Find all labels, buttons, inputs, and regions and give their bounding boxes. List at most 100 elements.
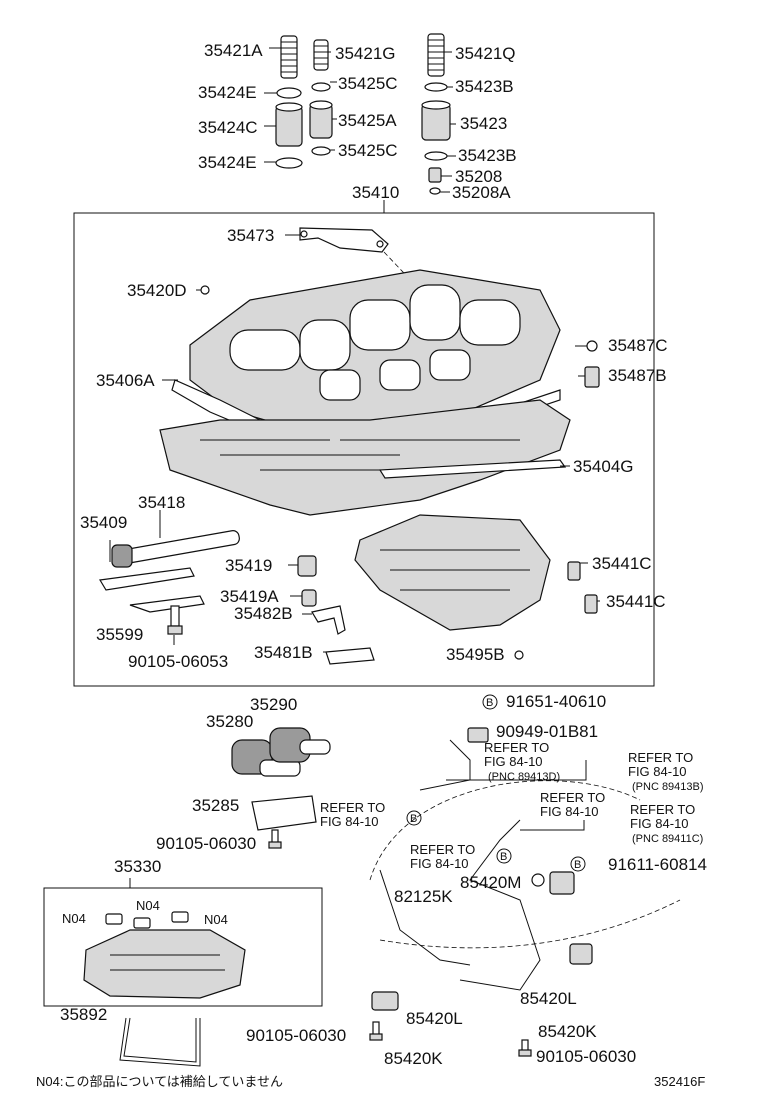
spring-35421Q — [427, 33, 445, 77]
label-35330: 35330 — [114, 857, 161, 876]
label-35424C: 35424C — [198, 118, 258, 137]
label-35892: 35892 — [60, 1005, 107, 1024]
plug-35425A — [309, 100, 333, 139]
label-85420L-1: 85420L — [520, 989, 577, 1008]
refer-5-fig: FIG 84-10 — [320, 814, 379, 829]
refer-2-pnc: (PNC 89413B) — [632, 781, 704, 793]
bolt-90105-06030-a — [268, 829, 282, 849]
refer-4-pnc: (PNC 89411C) — [632, 833, 703, 845]
refer-1-text: REFER TO — [484, 740, 549, 755]
label-35421G: 35421G — [335, 44, 396, 63]
filter-35441C-2 — [584, 594, 598, 614]
label-35423B-1: 35423B — [455, 77, 514, 96]
label-85420L-2: 85420L — [406, 1009, 463, 1028]
plate-35473 — [299, 227, 389, 253]
label-82125K: 82125K — [394, 887, 453, 906]
label-35487C: 35487C — [608, 336, 668, 355]
diagram-code: 352416F — [654, 1074, 705, 1089]
oring-35424E-1 — [276, 87, 302, 99]
oil-pan-box — [43, 887, 323, 1007]
ball-35208A — [429, 187, 441, 195]
label-35481B: 35481B — [254, 643, 313, 662]
circle-b-1: B — [486, 697, 493, 709]
pin-35420D — [200, 285, 210, 295]
gasket-35404G — [378, 459, 567, 479]
lower-valve-body — [159, 399, 571, 516]
label-35418: 35418 — [138, 493, 185, 512]
plug-35424C — [275, 102, 303, 147]
lever-35409 — [99, 567, 195, 591]
magnet-n04-2 — [133, 917, 151, 929]
label-35290: 35290 — [250, 695, 297, 714]
bolt-90105-06053 — [167, 605, 183, 635]
label-35409: 35409 — [80, 513, 127, 532]
spacer-35419A — [301, 589, 317, 607]
label-90105-06030-c: 90105-06030 — [536, 1047, 636, 1066]
magnet-n04-1 — [105, 913, 123, 925]
label-35495B: 35495B — [446, 645, 505, 664]
spacer-35419 — [297, 555, 317, 577]
solenoid-35280 — [231, 739, 301, 777]
label-90949-01B81: 90949-01B81 — [496, 722, 598, 741]
oil-pan-35330 — [83, 929, 246, 999]
manual-valve-35418 — [111, 530, 240, 568]
oring-35423B-1 — [424, 82, 448, 92]
label-35280: 35280 — [206, 712, 253, 731]
label-90105-06030-a: 90105-06030 — [156, 834, 256, 853]
label-35406A: 35406A — [96, 371, 155, 390]
refer-6-fig: FIG 84-10 — [410, 856, 469, 871]
label-35419A: 35419A — [220, 587, 279, 606]
refer-2-fig: FIG 84-10 — [628, 764, 687, 779]
label-35425C-2: 35425C — [338, 141, 398, 160]
refer-5-text: REFER TO — [320, 800, 385, 815]
label-91651-40610: 91651-40610 — [506, 692, 606, 711]
refer-1-fig: FIG 84-10 — [484, 754, 543, 769]
label-35424E-2: 35424E — [198, 153, 257, 172]
label-35425C-1: 35425C — [338, 74, 398, 93]
bracket-35285 — [251, 795, 317, 831]
refer-2-text: REFER TO — [628, 750, 693, 765]
plate-35481B — [325, 647, 375, 665]
label-35404G: 35404G — [573, 457, 634, 476]
label-35410: 35410 — [352, 183, 399, 202]
label-35419: 35419 — [225, 556, 272, 575]
footer-note: N04:この部品については補給していません — [36, 1074, 283, 1089]
valve-body-box — [73, 212, 655, 687]
oring-35423B-2 — [424, 151, 448, 161]
harness-82125K — [369, 739, 681, 1011]
oring-35425C-1 — [311, 82, 331, 92]
label-35421Q: 35421Q — [455, 44, 516, 63]
label-35424E-1: 35424E — [198, 83, 257, 102]
lever-35599 — [129, 595, 205, 613]
ball-35495B — [514, 650, 524, 660]
label-n04-3: N04 — [204, 912, 228, 927]
circle-b-4: B — [574, 859, 581, 871]
plug-35487B — [584, 366, 600, 388]
label-35208A: 35208A — [452, 183, 511, 202]
filter-35441C-1 — [567, 561, 581, 581]
bracket-35482B — [311, 605, 346, 635]
connector-90949-01B81 — [467, 727, 489, 743]
label-85420K-1: 85420K — [538, 1022, 597, 1041]
label-35420D: 35420D — [127, 281, 187, 300]
label-35482B: 35482B — [234, 604, 293, 623]
label-35473: 35473 — [227, 226, 274, 245]
label-35423: 35423 — [460, 114, 507, 133]
circle-b-2: B — [410, 813, 417, 825]
label-35441C-1: 35441C — [592, 554, 652, 573]
ball-35487C — [586, 340, 598, 352]
label-35208: 35208 — [455, 167, 502, 186]
label-35487B: 35487B — [608, 366, 667, 385]
bolt-90105-06030-b — [369, 1021, 383, 1041]
magnet-n04-3 — [171, 911, 189, 923]
label-35599: 35599 — [96, 625, 143, 644]
label-90105-06053: 90105-06053 — [128, 652, 228, 671]
label-n04-2: N04 — [136, 898, 160, 913]
tube-35892 — [119, 1017, 201, 1067]
label-35421A: 35421A — [204, 41, 263, 60]
oring-35425C-2 — [311, 146, 331, 156]
label-85420M: 85420M — [460, 873, 521, 892]
refer-6-text: REFER TO — [410, 842, 475, 857]
label-35441C-2: 35441C — [606, 592, 666, 611]
